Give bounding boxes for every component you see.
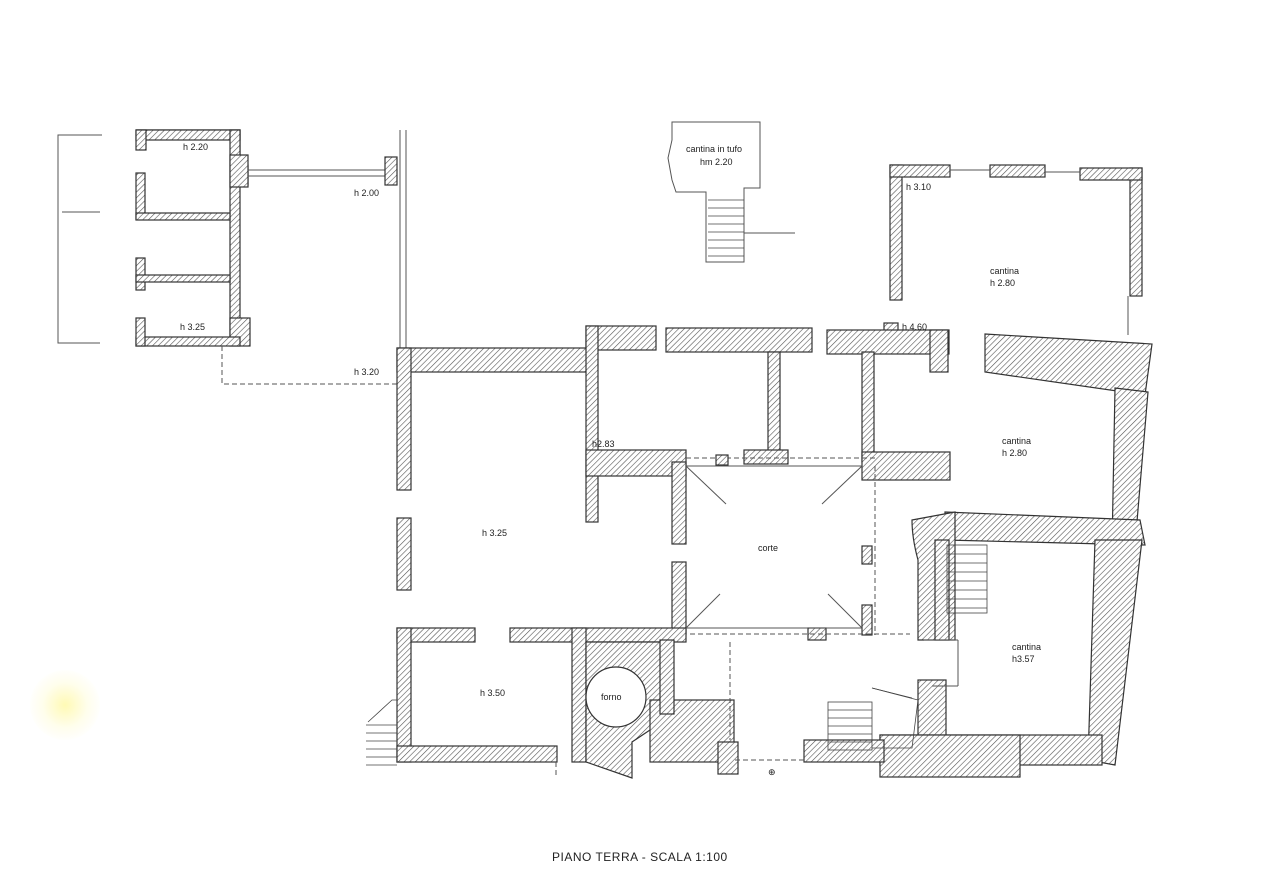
oven-circle [585, 666, 647, 728]
labels: h 2.20 h 3.25 h 2.00 h 3.20 cantina in t… [180, 142, 1041, 864]
label-se-name: cantina [1012, 642, 1041, 652]
label-ne-name: cantina [990, 266, 1019, 276]
label-e-name: cantina [1002, 436, 1031, 446]
annex-building [57, 129, 407, 385]
label-room-sw: h 3.50 [480, 688, 505, 698]
label-threshold: h 4.60 [902, 322, 927, 332]
label-dashed: h 3.20 [354, 367, 379, 377]
cellar-northeast [883, 164, 1143, 335]
label-ne-height: h 2.80 [990, 278, 1015, 288]
label-e-height: h 2.80 [1002, 448, 1027, 458]
paper-stain [30, 670, 100, 740]
label-oven: forno [601, 692, 622, 702]
label-ne-corner: h 3.10 [906, 182, 931, 192]
label-main-room: h 3.25 [482, 528, 507, 538]
label-annex-top: h 2.20 [183, 142, 208, 152]
label-tufo-height: hm 2.20 [700, 157, 733, 167]
drawing-title: PIANO TERRA - SCALA 1:100 [552, 850, 728, 864]
label-passage: h 2.00 [354, 188, 379, 198]
label-se-height: h3.57 [1012, 654, 1035, 664]
label-tufo-name: cantina in tufo [686, 144, 742, 154]
label-courtyard: corte [758, 543, 778, 553]
label-room-mid: h2.83 [592, 439, 615, 449]
svg-text:⊕: ⊕ [768, 767, 776, 777]
tufo-cellar [667, 121, 795, 263]
label-annex-bottom: h 3.25 [180, 322, 205, 332]
main-building: ⊕ [366, 325, 1153, 779]
